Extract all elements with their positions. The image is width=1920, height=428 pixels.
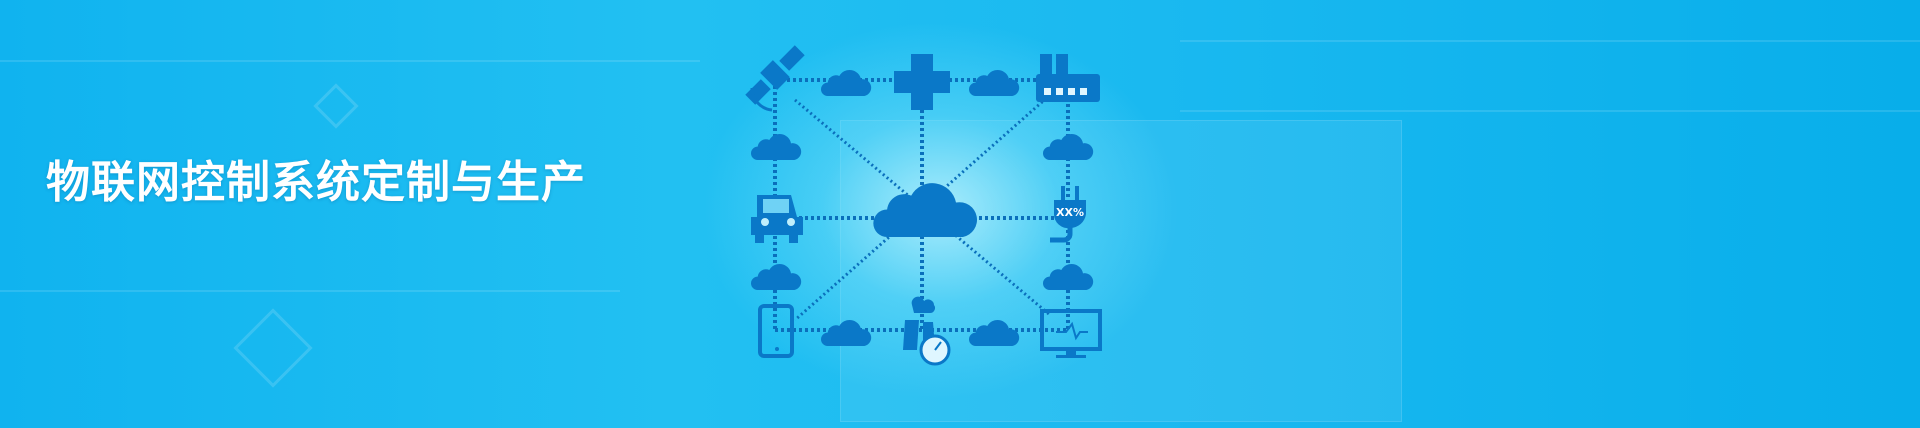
decor-line — [1180, 110, 1920, 112]
cloud-icon — [969, 319, 1020, 346]
plug-percent-label: XX% — [1056, 206, 1084, 219]
tablet-icon — [758, 304, 794, 358]
cloud-icon — [1043, 263, 1094, 290]
cloud-icon — [969, 69, 1020, 96]
cloud-icon — [821, 319, 872, 346]
cloud-icon — [751, 133, 802, 160]
plug-icon: XX% — [1050, 186, 1086, 243]
cloud-icon — [821, 69, 872, 96]
decor-line — [0, 290, 620, 292]
medical-cross-icon — [894, 54, 950, 110]
cloud-icon — [751, 263, 802, 290]
decor-line — [0, 60, 700, 62]
car-icon — [751, 195, 803, 243]
satellite-icon — [745, 45, 805, 105]
monitor-icon — [1040, 309, 1102, 358]
power-plant-icon — [903, 296, 951, 366]
cloud-icon — [1043, 133, 1094, 160]
factory-icon — [1036, 54, 1100, 102]
decor-line — [1180, 40, 1920, 42]
central-cloud-icon — [873, 183, 978, 237]
banner-title: 物联网控制系统定制与生产 — [46, 157, 586, 208]
